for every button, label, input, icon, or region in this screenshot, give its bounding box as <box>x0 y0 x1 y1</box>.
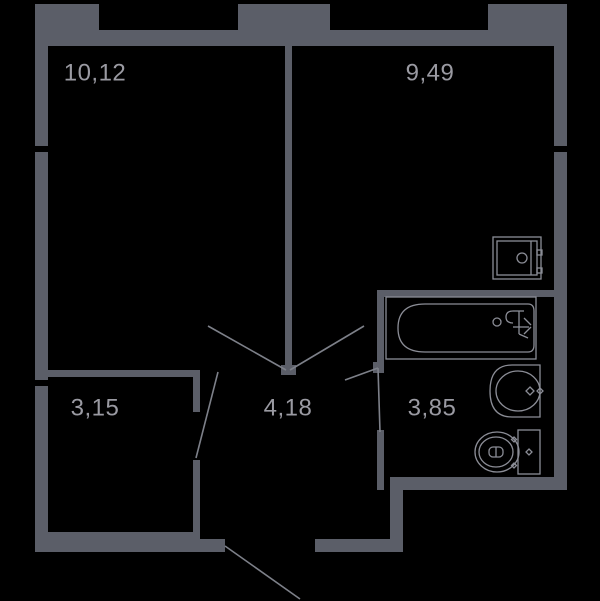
wall-closet-right-lower <box>193 460 200 539</box>
wall-left-mid <box>35 152 48 380</box>
toilet-bowl-inner <box>478 436 514 468</box>
wall-bottom-right <box>315 539 403 552</box>
bathtub-faucet-handle-b <box>523 326 532 335</box>
toilet-fixture <box>474 429 541 475</box>
door-bathroom <box>377 367 381 433</box>
window-left-glass <box>99 4 238 30</box>
wall-closet-right-upper <box>193 370 200 412</box>
wall-sill-right <box>330 33 488 46</box>
toilet-cistern <box>517 429 541 475</box>
area-label-closet: 3,15 <box>71 394 120 421</box>
window-kitchen <box>330 4 488 33</box>
window-right-mullion <box>330 30 488 33</box>
area-label-hallway: 4,18 <box>264 394 313 421</box>
wall-top-right <box>488 4 567 46</box>
windows-group <box>99 4 488 33</box>
meter-port-top <box>536 249 543 256</box>
wall-left-upper <box>35 4 48 146</box>
wall-sill-left <box>99 33 238 46</box>
door-closet <box>195 371 219 459</box>
wall-left-lower <box>35 386 48 552</box>
toilet-mark-bottom <box>510 462 518 469</box>
wall-bottom-left <box>35 539 225 552</box>
toilet-flush-button <box>525 448 533 456</box>
walls-group <box>35 4 567 552</box>
sink-faucet <box>536 387 544 395</box>
wall-top-pier <box>238 4 330 46</box>
door-living-room <box>207 325 287 371</box>
bathtub-spout <box>518 333 529 339</box>
window-left-mullion <box>99 30 238 33</box>
toilet-mark-top <box>510 436 518 443</box>
wall-bath-left-upper <box>377 290 384 362</box>
meter-cabinet-inner <box>496 240 538 276</box>
door-kitchen <box>289 325 365 371</box>
area-label-living-room: 10,12 <box>64 59 127 86</box>
bathtub-drain <box>492 317 502 327</box>
window-living-room <box>99 4 238 33</box>
sink-drain <box>525 386 535 396</box>
meter-port-bottom <box>536 267 543 274</box>
wall-bath-top <box>377 290 554 297</box>
window-right-glass <box>330 4 488 30</box>
bathtub-faucet-arc <box>505 310 514 324</box>
sink-basin <box>495 370 541 412</box>
door-swings-group <box>195 325 381 600</box>
toilet-bowl-outer <box>474 431 520 473</box>
bathtub-outer <box>385 296 537 360</box>
bathroom-fixtures-group <box>385 236 544 475</box>
wall-door-jamb-center <box>281 365 296 375</box>
area-label-kitchen: 9,49 <box>406 59 455 86</box>
meter-dial <box>516 252 528 264</box>
wall-right-upper <box>554 4 567 146</box>
wall-step-vertical <box>390 490 403 539</box>
door-bathroom-hinge <box>344 367 379 381</box>
wall-closet-bottom <box>48 532 200 539</box>
wall-bath-left-lower <box>377 430 384 490</box>
wall-partition-center <box>285 46 292 371</box>
bathtub-fixture <box>385 296 537 360</box>
wall-right-lower <box>554 152 567 490</box>
door-entry <box>224 545 301 600</box>
sink-outer <box>489 364 541 418</box>
meter-cabinet-outer <box>492 236 542 280</box>
wall-bottom-bath-wing <box>390 477 567 490</box>
area-labels-group: 10,12 9,49 3,15 4,18 3,85 <box>64 59 457 421</box>
wall-closet-top <box>48 370 200 377</box>
bathtub-faucet-handle-a <box>523 317 532 326</box>
bathtub-basin <box>397 303 535 353</box>
meter-cabinet <box>492 236 543 280</box>
area-label-bathroom: 3,85 <box>408 394 457 421</box>
sink-fixture <box>489 364 544 418</box>
wall-bath-door-jamb <box>373 362 384 373</box>
